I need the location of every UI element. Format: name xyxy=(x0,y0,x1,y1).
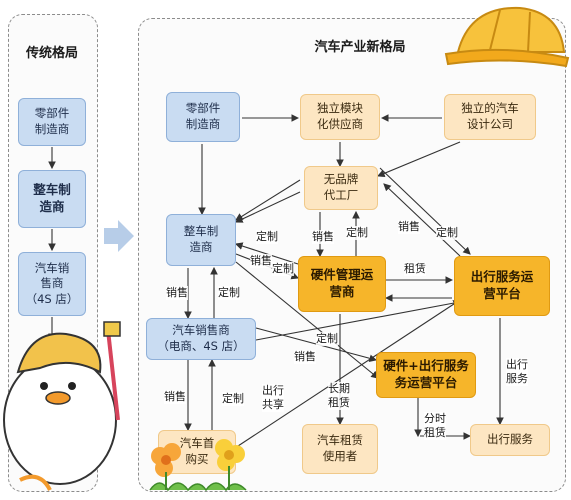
flowers-icon xyxy=(149,439,247,492)
label-sales-6: 销售 xyxy=(164,390,186,404)
label-sales-1: 销售 xyxy=(312,230,334,244)
node-mobility-service: 出行服务 xyxy=(470,424,550,456)
label-long-lease: 长期 租赁 xyxy=(328,382,350,410)
label-time-lease: 分时 租赁 xyxy=(424,412,446,440)
label-sales-4: 销售 xyxy=(166,286,188,300)
label-custom-1: 定制 xyxy=(256,230,278,244)
label-custom-7: 定制 xyxy=(222,392,244,406)
label-mobility-service: 出行 服务 xyxy=(506,358,528,386)
label-custom-4: 定制 xyxy=(272,262,294,276)
label-lease: 租赁 xyxy=(404,262,426,276)
trad-parts-maker: 零部件 制造商 xyxy=(18,98,86,146)
node-dealer: 汽车销售商 （电商、4S 店） xyxy=(146,318,256,360)
node-design-company: 独立的汽车 设计公司 xyxy=(444,94,536,140)
duck-mascot-icon xyxy=(3,321,121,491)
label-custom-5: 定制 xyxy=(218,286,240,300)
node-car-renter: 汽车租赁 使用者 xyxy=(302,424,378,474)
label-custom-3: 定制 xyxy=(436,226,458,240)
traditional-title: 传统格局 xyxy=(25,46,78,61)
node-module-supplier: 独立模块 化供应商 xyxy=(300,94,380,140)
trad-oem: 整车制 造商 xyxy=(18,170,86,228)
label-sales-3: 销售 xyxy=(250,254,272,268)
label-sales-2: 销售 xyxy=(398,220,420,234)
node-nobrand-factory: 无品牌 代工厂 xyxy=(304,166,378,210)
label-custom-2: 定制 xyxy=(346,226,368,240)
node-hardware-operator: 硬件管理运 营商 xyxy=(298,256,386,312)
node-hardware-mobility-platform: 硬件+出行服务 务运营平台 xyxy=(376,352,476,398)
hard-hat-icon xyxy=(444,6,570,68)
label-custom-6: 定制 xyxy=(316,332,338,346)
new-landscape-title: 汽车产业新格局 xyxy=(314,40,406,55)
label-mobility-share: 出行 共享 xyxy=(262,384,284,412)
node-parts-maker: 零部件 制造商 xyxy=(166,92,240,142)
trad-dealer: 汽车销 售商 （4S 店） xyxy=(18,252,86,316)
node-oem: 整车制 造商 xyxy=(166,214,236,266)
node-mobility-platform: 出行服务运 营平台 xyxy=(454,256,550,316)
label-sales-5: 销售 xyxy=(294,350,316,364)
